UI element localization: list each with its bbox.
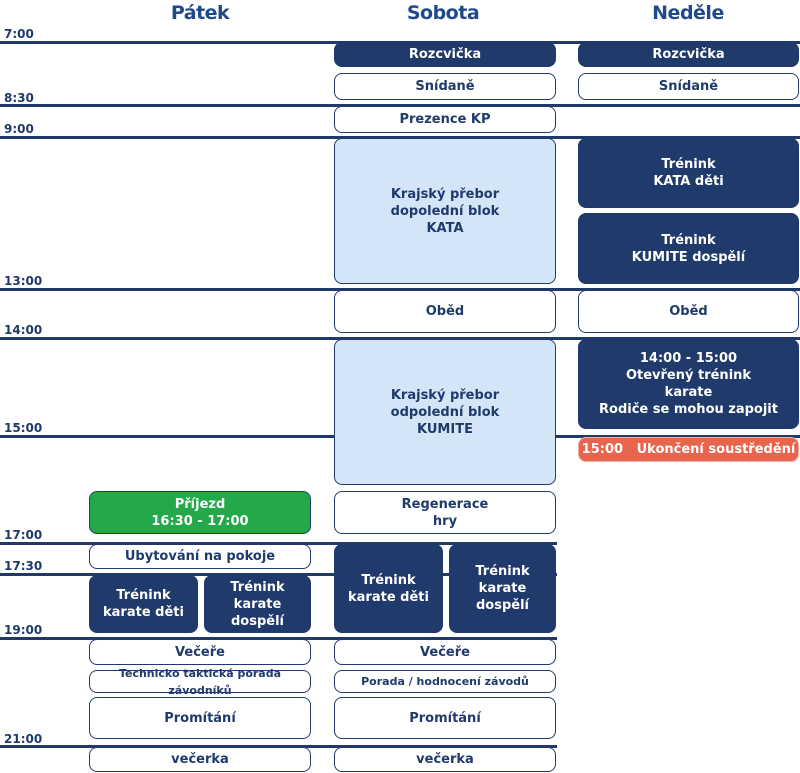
day-header-sunday: Neděle [652,2,724,24]
time-label-1900: 19:00 [4,623,43,637]
day-header-friday: Pátek [170,2,230,24]
friday-meeting-label: Technicko taktická porada závodníků [118,666,282,697]
saturday-registration-label: Prezence KP [399,112,491,127]
time-label-1500: 15:00 [4,421,43,435]
friday-arrival-line1: Příjezd [174,496,226,512]
sunday-open-training-line4: Rodiče se mohou zapojit [599,402,778,417]
sunday-open-training-line1: 14:00 - 15:00 [639,351,738,366]
sunday-warmup: Rozcvička [578,42,799,67]
saturday-registration: Prezence KP [334,106,556,133]
friday-accommodation: Ubytování na pokoje [89,544,311,569]
saturday-curfew-label: večerka [416,752,474,767]
saturday-breakfast: Snídaně [334,73,556,100]
saturday-curfew: večerka [334,747,556,772]
time-line-0830 [0,104,800,107]
time-label-0900: 9:00 [4,122,34,136]
time-label-1730: 17:30 [4,559,43,573]
saturday-training-kids: Trénink karate děti [334,544,443,633]
saturday-lunch: Oběd [334,290,556,333]
saturday-meeting-label: Porada / hodnocení závodů [361,675,529,688]
friday-dinner: Večeře [89,639,311,665]
saturday-training-kids-line1: Trénink [361,572,416,588]
sunday-open-training-line3: karate [664,385,713,400]
time-line-1700 [0,542,557,545]
time-label-0830: 8:30 [4,91,34,105]
time-label-1400: 14:00 [4,323,43,337]
saturday-morning-block-line1: Krajský přebor [390,186,500,202]
saturday-warmup-label: Rozcvička [408,47,482,62]
time-line-1400 [0,337,800,340]
friday-training-kids-line2: karate děti [103,605,184,620]
saturday-training-adults-line2: karate dospělí [475,581,529,613]
friday-training-adults: Trénink karate dospělí [204,575,311,633]
friday-dinner-label: Večeře [175,644,225,660]
time-line-1300 [0,288,800,291]
sunday-open-training-line2: Otevřený trénink [625,368,752,383]
sunday-end: 15:00 Ukončení soustředění [578,437,799,462]
time-line-2100 [0,745,557,748]
friday-curfew-label: večerka [171,752,229,767]
friday-curfew: večerka [89,747,311,772]
saturday-meeting: Porada / hodnocení závodů [334,670,556,693]
saturday-regeneration-line1: Regenerace [401,496,489,512]
sunday-training-kumite-line1: Trénink [661,232,716,248]
friday-training-adults-line2: karate dospělí [230,596,284,629]
friday-meeting: Technicko taktická porada závodníků [89,667,311,697]
sunday-lunch-label: Oběd [669,304,708,319]
friday-training-kids-line1: Trénink [116,588,171,603]
saturday-lunch-label: Oběd [425,304,465,319]
saturday-warmup: Rozcvička [334,42,556,67]
sunday-breakfast-label: Snídaně [658,79,719,94]
time-label-0700: 7:00 [4,27,34,41]
saturday-afternoon-block-line1: Krajský přebor [390,387,500,403]
day-header-saturday: Sobota [406,2,480,24]
saturday-screening-label: Promítání [409,710,481,726]
saturday-screening: Promítání [334,697,556,739]
sunday-open-training: 14:00 - 15:00 Otevřený trénink karate Ro… [578,339,799,429]
sunday-training-kata: Trénink KATA děti [578,138,799,208]
time-label-1700: 17:00 [4,528,43,542]
sunday-lunch: Oběd [578,290,799,333]
sunday-warmup-label: Rozcvička [652,47,725,62]
friday-arrival-line2: 16:30 - 17:00 [151,513,249,529]
saturday-training-kids-line2: karate děti [348,589,429,605]
friday-screening: Promítání [89,697,311,739]
time-line-1900 [0,637,557,640]
friday-training-kids: Trénink karate děti [89,575,198,633]
saturday-regeneration-line2: hry [432,513,458,529]
saturday-training-adults-line1: Trénink [475,564,530,579]
saturday-afternoon-block: Krajský přebor odpolední blok KUMITE [334,339,556,485]
friday-arrival: Příjezd 16:30 - 17:00 [89,491,311,534]
saturday-dinner-label: Večeře [420,644,470,660]
saturday-training-adults: Trénink karate dospělí [449,544,556,633]
sunday-training-kata-line2: KATA děti [653,174,724,189]
sunday-training-kumite: Trénink KUMITE dospělí [578,213,799,284]
saturday-morning-block-line2: dopolední blok [390,203,500,219]
sunday-breakfast: Snídaně [578,73,799,100]
time-line-1730 [0,573,557,576]
saturday-regeneration: Regenerace hry [334,491,556,534]
sunday-end-label: 15:00 Ukončení soustředění [581,442,796,457]
friday-accommodation-label: Ubytování na pokoje [124,549,276,564]
saturday-afternoon-block-line3: KUMITE [417,421,473,437]
sunday-training-kumite-line2: KUMITE dospělí [631,249,746,265]
time-label-1300: 13:00 [4,274,43,288]
saturday-dinner: Večeře [334,639,556,665]
saturday-morning-block: Krajský přebor dopolední blok KATA [334,138,556,284]
sunday-training-kata-line1: Trénink [661,157,716,172]
time-label-2100: 21:00 [4,732,43,746]
saturday-morning-block-line3: KATA [426,220,464,236]
friday-screening-label: Promítání [164,710,236,726]
friday-training-adults-line1: Trénink [230,579,285,595]
time-line-0900 [0,136,800,139]
saturday-afternoon-block-line2: odpolední blok [390,404,500,420]
saturday-breakfast-label: Snídaně [415,79,475,94]
